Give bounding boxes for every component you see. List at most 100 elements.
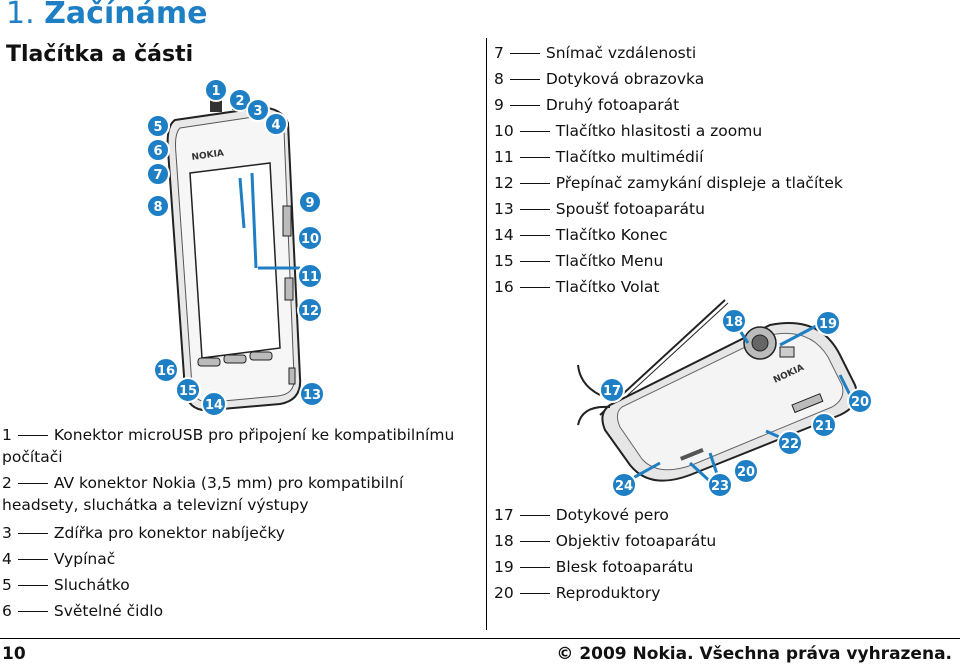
badge-11: 11 [297,263,323,289]
list-item: 20 Reproduktory [494,580,716,606]
svg-text:10: 10 [301,232,319,247]
part-number: 3 [2,524,12,542]
svg-text:2: 2 [235,94,244,109]
badge-23: 23 [707,472,733,498]
svg-text:5: 5 [153,120,162,135]
svg-text:8: 8 [153,200,162,215]
list-item: 10 Tlačítko hlasitosti a zoomu [494,118,843,144]
list-item: 3 Zdířka pro konektor nabíječky [2,520,472,546]
svg-text:9: 9 [305,196,314,211]
badge-15: 15 [175,377,201,403]
badge-6: 6 [146,138,170,162]
part-label: Tlačítko multimédií [555,148,704,166]
list-item: 9 Druhý fotoaparát [494,92,843,118]
part-label: Konektor microUSB pro připojení ke kompa… [2,426,455,466]
part-label: Tlačítko hlasitosti a zoomu [555,122,763,140]
badge-8: 8 [146,194,170,218]
part-label: Světelné čidlo [53,602,164,620]
section-title: Tlačítka a části [6,42,194,67]
list-item: 19 Blesk fotoaparátu [494,554,716,580]
part-label: Přepínač zamykání displeje a tlačítek [555,174,843,192]
svg-text:4: 4 [271,118,280,133]
list-item: 4 Vypínač [2,546,472,572]
list-item: 8 Dotyková obrazovka [494,66,843,92]
part-label: Tlačítko Menu [555,252,664,270]
svg-text:22: 22 [781,437,799,452]
svg-text:15: 15 [179,384,197,399]
part-number: 8 [494,70,504,88]
part-number: 1 [2,426,12,444]
phone-back-illustration: NOKIA [577,299,858,487]
badge-16: 16 [153,357,179,383]
part-label: Dotyková obrazovka [545,70,705,88]
badge-18: 18 [721,308,747,334]
part-number: 2 [2,474,12,492]
part-label: Tlačítko Volat [555,278,660,296]
part-label: Reproduktory [555,584,661,602]
part-number: 19 [494,558,514,576]
part-number: 16 [494,278,514,296]
badge-19: 19 [815,310,841,336]
svg-text:20: 20 [737,465,755,480]
badge-24: 24 [611,472,637,498]
part-label: Objektiv fotoaparátu [555,532,717,550]
copyright-notice: © 2009 Nokia. Všechna práva vyhrazena. [556,644,952,664]
list-item: 15 Tlačítko Menu [494,248,843,274]
badge-3: 3 [246,98,270,122]
svg-text:16: 16 [157,364,175,379]
svg-text:18: 18 [725,315,743,330]
part-number: 6 [2,602,12,620]
part-label: Sluchátko [53,576,130,594]
list-item: 12 Přepínač zamykání displeje a tlačítek [494,170,843,196]
badge-22: 22 [777,430,803,456]
svg-text:14: 14 [205,398,223,413]
svg-text:6: 6 [153,144,162,159]
svg-text:7: 7 [153,168,162,183]
badge-13: 13 [299,381,325,407]
part-number: 17 [494,506,514,524]
page-number: 10 [2,644,26,664]
badge-10: 10 [297,225,323,251]
part-number: 9 [494,96,504,114]
column-divider [486,38,487,630]
part-label: Blesk fotoaparátu [555,558,694,576]
badge-14: 14 [201,391,227,417]
phone-brand-label: NOKIA [191,149,225,163]
part-number: 15 [494,252,514,270]
badge-17: 17 [599,377,625,403]
badge-20b: 20 [733,458,759,484]
svg-text:11: 11 [301,270,319,285]
part-number: 10 [494,122,514,140]
part-label: Tlačítko Konec [555,226,668,244]
part-label: Zdířka pro konektor nabíječky [53,524,285,542]
badge-20: 20 [847,388,873,414]
part-number: 20 [494,584,514,602]
list-item: 16 Tlačítko Volat [494,274,843,300]
part-label: Druhý fotoaparát [545,96,680,114]
back-badges: 17 18 19 20 21 22 20 23 24 [599,308,873,498]
svg-text:24: 24 [615,479,633,494]
part-label: Vypínač [53,550,116,568]
chapter-title: Začínáme [44,0,208,31]
badge-5: 5 [146,114,170,138]
part-number: 12 [494,174,514,192]
svg-text:23: 23 [711,479,729,494]
part-number: 4 [2,550,12,568]
part-number: 7 [494,44,504,62]
svg-text:20: 20 [851,395,869,410]
part-number: 13 [494,200,514,218]
chapter-heading: 1. Začínáme [6,0,207,31]
footer-divider [0,638,960,639]
badge-9: 9 [298,190,322,214]
badge-21: 21 [811,412,837,438]
part-label: AV konektor Nokia (3,5 mm) pro kompatibi… [2,474,404,514]
part-number: 11 [494,148,514,166]
